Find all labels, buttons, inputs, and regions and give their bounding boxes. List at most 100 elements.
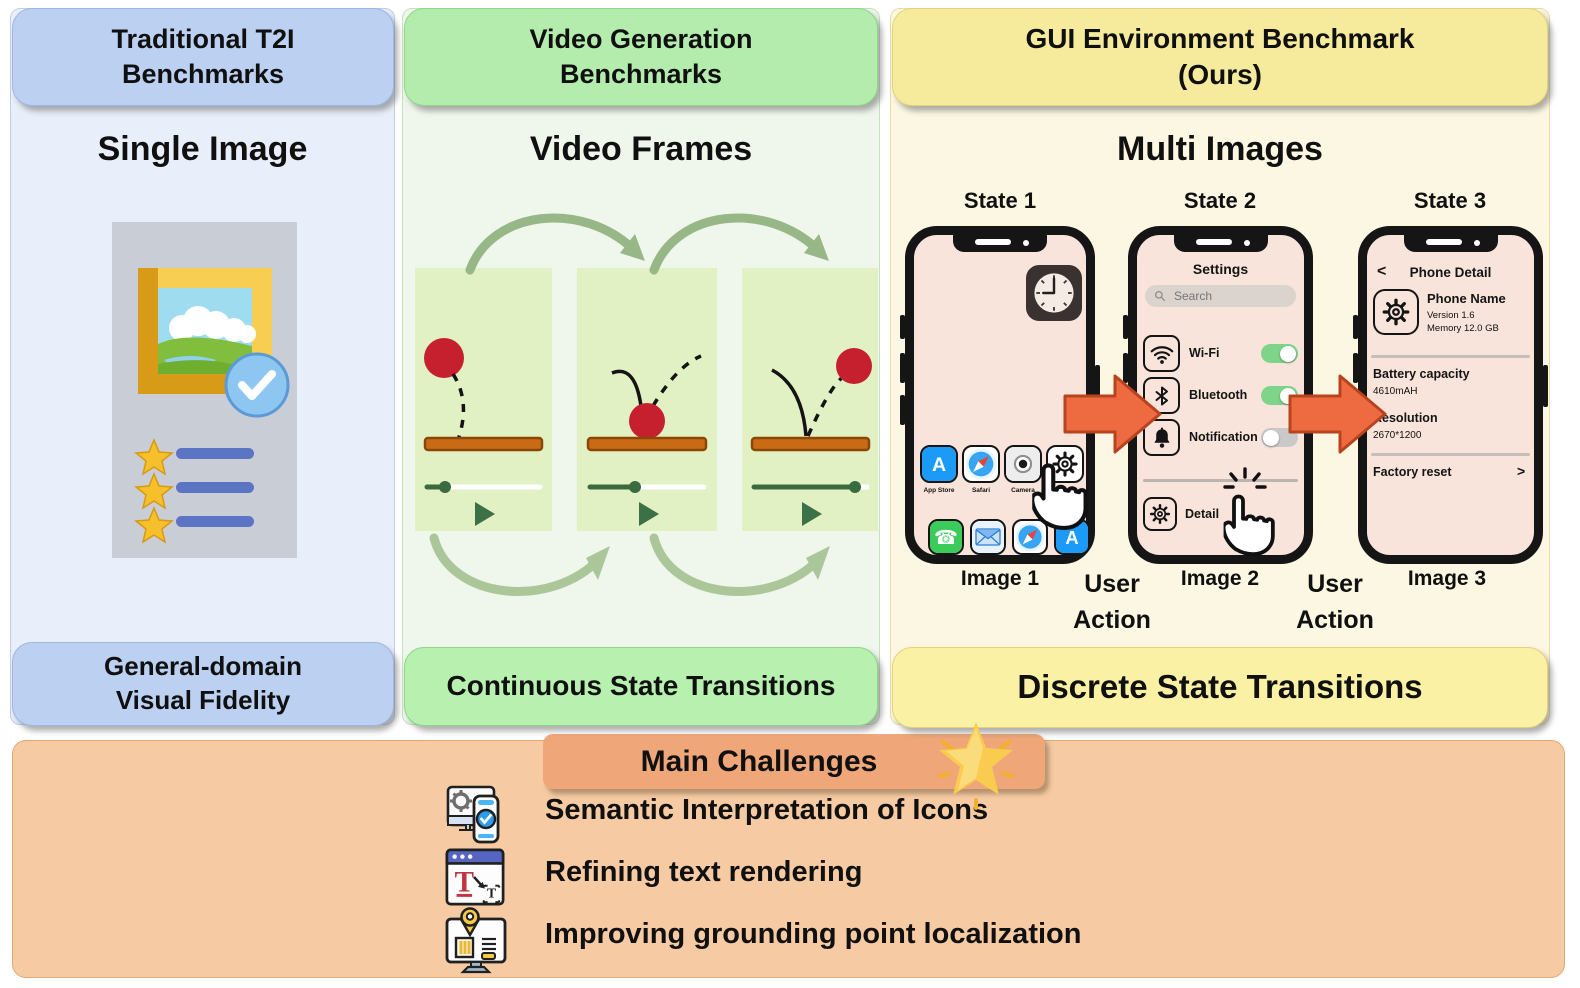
image-1-label: Image 1 — [960, 567, 1040, 590]
video-frame-2 — [577, 268, 717, 531]
wifi-toggle[interactable] — [1261, 344, 1298, 363]
bluetooth-label: Bluetooth — [1189, 388, 1248, 402]
app-icon-appstore[interactable] — [920, 445, 958, 483]
speaker-bar — [1195, 239, 1232, 245]
app-icon-safari[interactable] — [962, 445, 1000, 483]
app-label: Camera — [1011, 487, 1035, 494]
challenge-item-3: Improving grounding point localization — [545, 918, 1082, 950]
ball-icon — [629, 403, 665, 439]
gui-header-line1: GUI Environment Benchmark — [1025, 22, 1415, 54]
progress-slider[interactable] — [424, 481, 543, 493]
toggle-knob — [1263, 429, 1279, 446]
notification-label: Notification — [1189, 430, 1258, 444]
ball-icon — [424, 338, 464, 378]
divider — [1371, 453, 1530, 456]
video-header-line2: Benchmarks — [559, 59, 723, 89]
phone-mockup-state2: Settings Wi-Fi Bluetooth Notification De… — [1123, 226, 1313, 564]
rating-rows — [134, 438, 254, 544]
star-icon — [134, 506, 174, 544]
phone-name: Phone Name — [1427, 291, 1506, 306]
gui-footer-label: Discrete State Transitions — [1017, 668, 1423, 706]
phone-side-button — [900, 395, 905, 425]
phone-side-button — [1123, 315, 1128, 339]
divider — [1143, 479, 1298, 482]
bluetooth-icon — [1143, 377, 1180, 414]
challenge-item-2: Refining text rendering — [545, 856, 863, 888]
wifi-label: Wi-Fi — [1189, 346, 1220, 360]
phone-detail-title: Phone Detail — [1409, 265, 1492, 280]
state-3-label: State 3 — [1413, 188, 1487, 213]
gui-footer: Discrete State Transitions — [892, 647, 1548, 728]
dock-icon-appstore[interactable] — [1054, 519, 1090, 555]
dock-icon-mail[interactable] — [970, 519, 1006, 555]
progress-slider[interactable] — [587, 481, 707, 493]
t2i-footer-line2: Visual Fidelity — [115, 685, 291, 715]
phone-side-button — [1123, 353, 1128, 383]
video-header: Video Generation Benchmarks — [404, 8, 878, 106]
state-1-label: State 1 — [963, 188, 1037, 213]
trajectory-dashed — [651, 354, 702, 407]
user-action-arrow-icon — [1063, 370, 1163, 458]
phone-notch — [1173, 233, 1268, 252]
t2i-header-line2: Benchmarks — [121, 59, 285, 89]
progress-slider[interactable] — [751, 481, 870, 493]
single-image-title: Single Image — [97, 130, 308, 168]
dock-icon-phone[interactable] — [928, 519, 964, 555]
image-2-label: Image 2 — [1180, 567, 1260, 590]
phone-side-button — [900, 353, 905, 383]
resolution-value: 2670*1200 — [1373, 430, 1422, 441]
clock-widget[interactable] — [1026, 265, 1082, 321]
gui-header-line2: (Ours) — [1178, 59, 1262, 90]
notification-icon — [1143, 419, 1180, 456]
challenges-banner-label: Main Challenges — [640, 744, 878, 778]
phone-side-button — [900, 315, 905, 339]
back-chevron[interactable]: < — [1377, 263, 1387, 280]
play-icon[interactable] — [475, 502, 495, 526]
device-gear-icon — [1373, 289, 1419, 335]
factory-reset-label[interactable]: Factory reset — [1373, 465, 1452, 479]
wifi-icon — [1143, 335, 1180, 372]
camera-dot — [1473, 240, 1480, 246]
trajectory-solid — [611, 369, 643, 407]
icon-grounding-localization — [444, 906, 508, 976]
video-footer: Continuous State Transitions — [404, 647, 878, 726]
platform — [586, 436, 708, 452]
search-input[interactable] — [1172, 288, 1286, 304]
detail-label[interactable]: Detail — [1185, 507, 1220, 521]
camera-dot — [1243, 240, 1250, 246]
detail-gear-icon — [1143, 497, 1177, 531]
icon-text-rendering — [444, 846, 506, 908]
trajectory-dashed — [806, 374, 846, 437]
speaker-bar — [975, 239, 1011, 245]
app-label: App Store — [923, 487, 955, 494]
play-icon[interactable] — [639, 502, 659, 526]
phone-mockup-state3: < Phone Detail Phone Name Version 1.6 Me… — [1353, 226, 1548, 564]
t2i-footer: General-domain Visual Fidelity — [12, 642, 394, 726]
video-header-line1: Video Generation — [529, 23, 753, 54]
user-action-label: User Action — [1073, 570, 1151, 635]
search-bar[interactable] — [1145, 285, 1296, 307]
image-3-label: Image 3 — [1407, 567, 1487, 590]
version-text: Version 1.6 — [1427, 310, 1475, 321]
icon-semantic-interpretation — [444, 782, 508, 848]
phone-mockup-state1: App Store Safari Camera Settings — [900, 226, 1100, 564]
resolution-label: Resolution — [1373, 411, 1438, 425]
trajectory-solid — [771, 368, 808, 437]
phone-side-button — [1353, 315, 1358, 339]
phone-notch — [953, 233, 1047, 252]
camera-dot — [1023, 240, 1029, 246]
app-icon-camera[interactable] — [1004, 445, 1042, 483]
dock-icon-safari[interactable] — [1012, 519, 1048, 555]
play-icon[interactable] — [802, 502, 822, 526]
platform — [750, 436, 871, 452]
memory-text: Memory 12.0 GB — [1427, 323, 1499, 334]
app-label: Settings — [1052, 487, 1078, 494]
video-frame-1 — [415, 268, 552, 531]
phone-notch — [1403, 233, 1498, 252]
multi-images-title: Multi Images — [1117, 130, 1323, 168]
battery-label: Battery capacity — [1373, 367, 1470, 381]
rating-bar — [176, 516, 254, 527]
divider — [1371, 355, 1530, 358]
chevron-right[interactable]: > — [1517, 463, 1526, 479]
